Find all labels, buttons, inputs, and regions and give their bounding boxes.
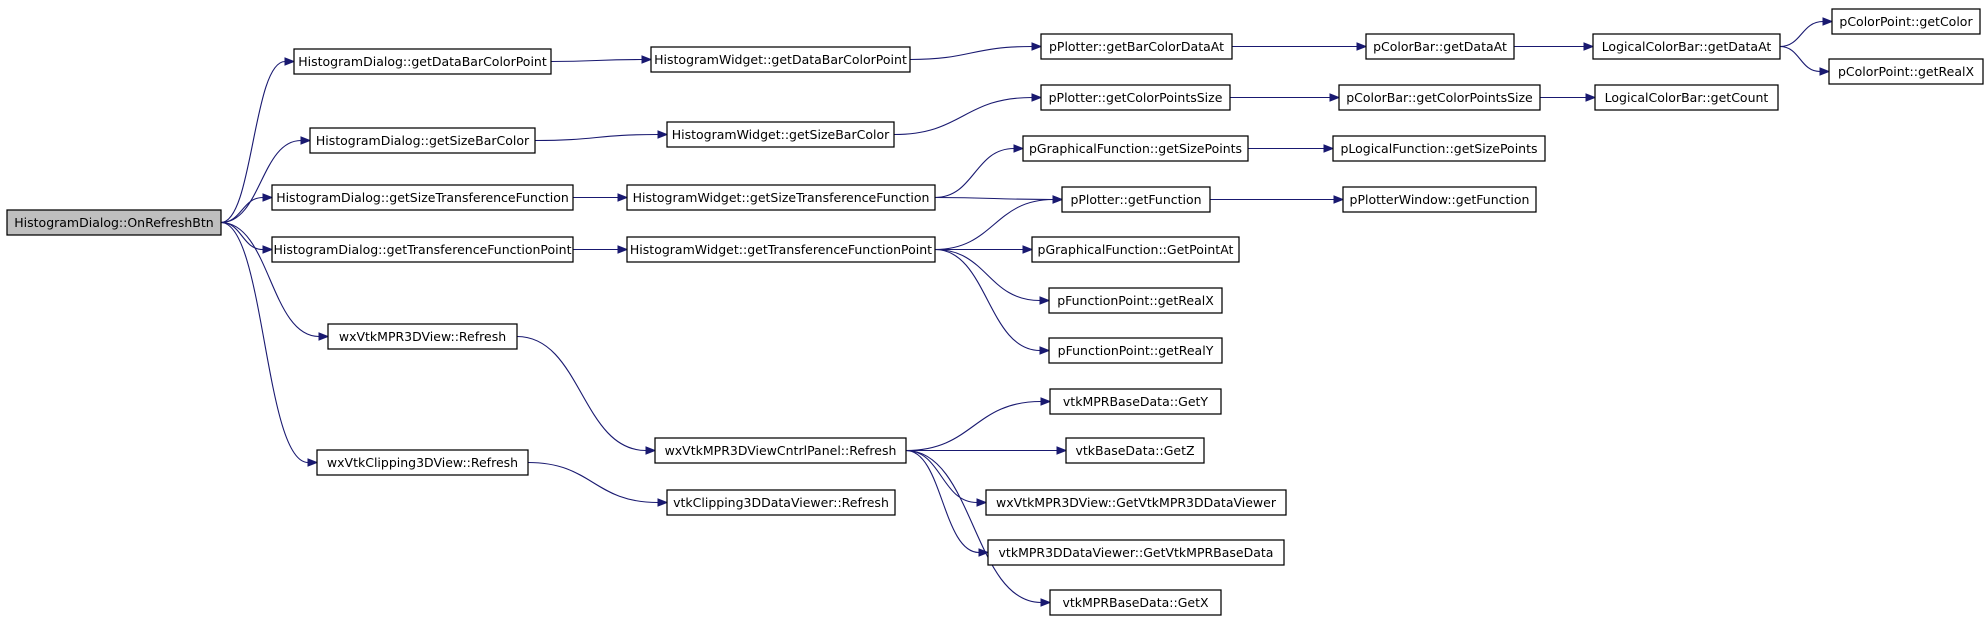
call-edge [905, 449, 988, 507]
node-label: LogicalColorBar::getDataAt [1602, 39, 1772, 54]
call-edge [934, 248, 1051, 355]
node-pcb-getDataAt[interactable]: pColorBar::getDataAt [1365, 33, 1515, 60]
node-wxclip-refresh[interactable]: wxVtkClipping3DView::Refresh [316, 449, 529, 476]
node-pfp-getRealY[interactable]: pFunctionPoint::getRealY [1048, 337, 1223, 364]
node-label: vtkClipping3DDataViewer::Refresh [673, 495, 889, 510]
call-edge [220, 193, 274, 224]
edges-layer [220, 17, 1834, 607]
node-label: pColorPoint::getColor [1839, 14, 1973, 29]
node-pgf-getSizePoints[interactable]: pGraphicalFunction::getSizePoints [1022, 135, 1249, 162]
node-label: HistogramWidget::getDataBarColorPoint [654, 52, 907, 67]
node-hd-getDataBarColorPoint[interactable]: HistogramDialog::getDataBarColorPoint [293, 48, 552, 75]
node-hd-getTransferenceFunctionPoint[interactable]: HistogramDialog::getTransferenceFunction… [271, 236, 574, 263]
node-label: vtkMPRBaseData::GetY [1063, 394, 1209, 409]
call-edge [550, 55, 653, 64]
node-label: pLogicalFunction::getSizePoints [1340, 141, 1537, 156]
node-pp-getBarColorDataAt[interactable]: pPlotter::getBarColorDataAt [1040, 33, 1233, 60]
call-edge [909, 42, 1043, 61]
node-label: vtkBaseData::GetZ [1075, 443, 1194, 458]
node-label: HistogramWidget::getSizeBarColor [672, 127, 890, 142]
node-hw-getTransferenceFunctionPoint[interactable]: HistogramWidget::getTransferenceFunction… [626, 236, 936, 263]
call-edge [1210, 195, 1345, 204]
node-pcp-getRealX[interactable]: pColorPoint::getRealX [1828, 58, 1984, 85]
node-base-GetX[interactable]: vtkMPRBaseData::GetX [1049, 589, 1222, 616]
node-hw-getSizeTransferenceFunction[interactable]: HistogramWidget::getSizeTransferenceFunc… [626, 184, 936, 211]
call-edge [527, 461, 669, 507]
node-label: HistogramWidget::getTransferenceFunction… [630, 242, 932, 257]
node-label: wxVtkMPR3DView::Refresh [339, 329, 506, 344]
node-label: wxVtkMPR3DViewCntrlPanel::Refresh [665, 443, 897, 458]
node-label: pColorBar::getColorPointsSize [1346, 90, 1533, 105]
node-root[interactable]: HistogramDialog::OnRefreshBtn [6, 209, 222, 236]
call-edge [220, 57, 296, 224]
node-label: pColorBar::getDataAt [1373, 39, 1507, 54]
call-edge [905, 449, 990, 557]
node-pcb-getColorPointsSize[interactable]: pColorBar::getColorPointsSize [1338, 84, 1541, 111]
node-label: pFunctionPoint::getRealX [1057, 293, 1214, 308]
node-label: pFunctionPoint::getRealY [1058, 343, 1214, 358]
call-edge [893, 93, 1043, 136]
node-label: pPlotter::getBarColorDataAt [1049, 39, 1224, 54]
call-edge [905, 449, 1052, 607]
node-clipviewer-refresh[interactable]: vtkClipping3DDataViewer::Refresh [666, 489, 896, 516]
node-label: wxVtkClipping3DView::Refresh [327, 455, 518, 470]
node-lcb-getCount[interactable]: LogicalColorBar::getCount [1594, 84, 1779, 111]
call-edge [934, 144, 1025, 199]
call-edge [220, 221, 330, 341]
call-edge [905, 446, 1068, 455]
call-edge [1779, 17, 1834, 48]
node-pfp-getRealX[interactable]: pFunctionPoint::getRealX [1048, 287, 1223, 314]
node-viewer-getBase[interactable]: vtkMPR3DDataViewer::GetVtkMPRBaseData [987, 539, 1285, 566]
node-label: pGraphicalFunction::getSizePoints [1029, 141, 1242, 156]
node-pp-getColorPointsSize[interactable]: pPlotter::getColorPointsSize [1040, 84, 1231, 111]
call-edge [905, 397, 1052, 452]
node-pcp-getColor[interactable]: pColorPoint::getColor [1831, 8, 1981, 35]
node-wx3d-refresh[interactable]: wxVtkMPR3DView::Refresh [327, 323, 518, 350]
call-edge [934, 248, 1051, 305]
node-label: pPlotter::getFunction [1070, 192, 1201, 207]
node-base-GetZ[interactable]: vtkBaseData::GetZ [1065, 437, 1205, 464]
call-edge [1232, 42, 1368, 51]
node-label: pPlotter::getColorPointsSize [1049, 90, 1223, 105]
node-label: pColorPoint::getRealX [1838, 64, 1975, 79]
call-edge [220, 221, 319, 467]
node-hd-getSizeTransferenceFunction[interactable]: HistogramDialog::getSizeTransferenceFunc… [271, 184, 574, 211]
node-label: pGraphicalFunction::GetPointAt [1038, 242, 1234, 257]
node-label: HistogramDialog::getSizeBarColor [316, 133, 530, 148]
call-edge [935, 245, 1034, 254]
node-base-GetY[interactable]: vtkMPRBaseData::GetY [1049, 388, 1222, 415]
call-edge [220, 221, 274, 254]
node-label: HistogramWidget::getSizeTransferenceFunc… [633, 190, 930, 205]
call-edge [1248, 144, 1335, 153]
node-label: vtkMPRBaseData::GetX [1062, 595, 1209, 610]
node-label: wxVtkMPR3DView::GetVtkMPR3DDataViewer [996, 495, 1277, 510]
call-edge [934, 195, 1064, 251]
call-edge [534, 130, 669, 142]
call-edge [516, 335, 657, 455]
call-edge [1779, 45, 1831, 76]
node-label: pPlotterWindow::getFunction [1350, 192, 1530, 207]
node-ppw-getFunction[interactable]: pPlotterWindow::getFunction [1342, 186, 1537, 213]
node-pp-getFunction[interactable]: pPlotter::getFunction [1061, 186, 1211, 213]
node-panel-refresh[interactable]: wxVtkMPR3DViewCntrlPanel::Refresh [654, 437, 907, 464]
call-edge [573, 245, 629, 254]
node-label: HistogramDialog::getDataBarColorPoint [298, 54, 547, 69]
node-hd-getSizeBarColor[interactable]: HistogramDialog::getSizeBarColor [309, 127, 536, 154]
node-plf-getSizePoints[interactable]: pLogicalFunction::getSizePoints [1332, 135, 1546, 162]
call-edge [1514, 42, 1595, 51]
node-label: HistogramDialog::getSizeTransferenceFunc… [276, 190, 569, 205]
node-lcb-getDataAt[interactable]: LogicalColorBar::getDataAt [1592, 33, 1781, 60]
node-hw-getDataBarColorPoint[interactable]: HistogramWidget::getDataBarColorPoint [650, 46, 911, 73]
node-wx3d-getViewer[interactable]: wxVtkMPR3DView::GetVtkMPR3DDataViewer [985, 489, 1287, 516]
call-edge [572, 193, 629, 202]
node-label: vtkMPR3DDataViewer::GetVtkMPRBaseData [999, 545, 1274, 560]
node-label: LogicalColorBar::getCount [1605, 90, 1769, 105]
node-pgf-GetPointAt[interactable]: pGraphicalFunction::GetPointAt [1031, 236, 1240, 263]
node-hw-getSizeBarColor[interactable]: HistogramWidget::getSizeBarColor [666, 121, 895, 148]
call-edge [1540, 93, 1597, 102]
node-label: HistogramDialog::getTransferenceFunction… [274, 242, 572, 257]
call-edge [1230, 93, 1341, 102]
node-root-label: HistogramDialog::OnRefreshBtn [14, 215, 213, 230]
